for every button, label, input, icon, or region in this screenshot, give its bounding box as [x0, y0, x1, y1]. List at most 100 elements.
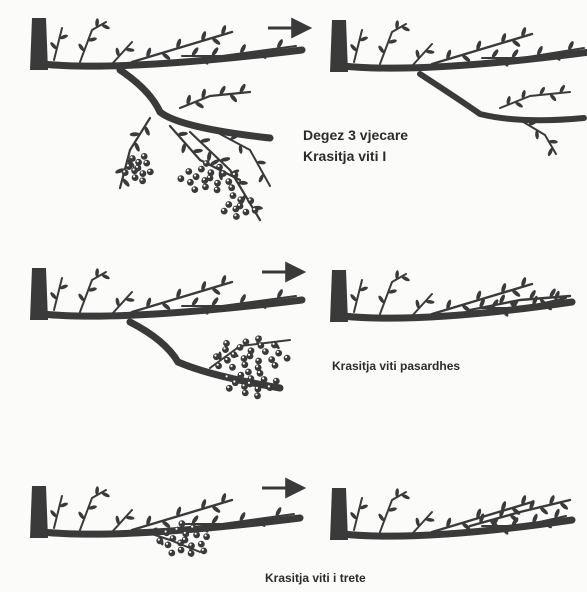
leaf: [77, 43, 85, 52]
fruit: [198, 541, 205, 548]
fruit: [237, 196, 244, 203]
fruit: [135, 159, 142, 166]
fruit: [237, 344, 244, 351]
caption-step2: Krasitja viti pasardhes: [332, 360, 460, 372]
fruit: [241, 383, 248, 390]
leaf: [77, 511, 85, 520]
twig: [380, 24, 406, 64]
fruit: [168, 550, 175, 557]
fruit: [248, 375, 255, 382]
fruit: [230, 192, 237, 199]
fruit: [232, 172, 239, 179]
panel-3-before: [30, 486, 300, 557]
fruit: [187, 179, 194, 186]
leaf: [349, 293, 357, 302]
twig: [80, 490, 106, 530]
leaf: [511, 289, 521, 298]
leaf: [377, 45, 385, 54]
fruit: [232, 379, 239, 386]
leaf: [211, 37, 221, 46]
fruit: [221, 208, 228, 215]
fruit: [201, 177, 208, 184]
fruit: [140, 170, 147, 177]
fruit: [165, 542, 172, 549]
fruit: [229, 364, 236, 371]
fruit: [156, 537, 163, 544]
leaf: [377, 295, 385, 304]
fruit: [228, 184, 235, 191]
leaf: [161, 302, 171, 311]
fruit: [267, 384, 274, 391]
fruit: [214, 187, 221, 194]
twig: [354, 498, 362, 530]
fruit: [122, 169, 129, 176]
fruit: [125, 163, 132, 170]
fruit: [224, 357, 231, 364]
fruit: [178, 175, 185, 182]
fruit: [232, 206, 239, 213]
leaf: [161, 520, 171, 529]
leaf: [49, 509, 57, 518]
twig: [54, 496, 62, 528]
fruit: [222, 346, 229, 353]
fruit: [190, 524, 197, 531]
twig: [354, 30, 362, 62]
fruit: [208, 169, 215, 176]
fruit: [141, 153, 148, 160]
leaf: [211, 505, 221, 514]
fruit: [225, 201, 232, 208]
twig: [354, 280, 362, 312]
fruit: [200, 548, 207, 555]
leaf: [121, 177, 131, 187]
leaf: [49, 291, 57, 300]
fruit: [224, 374, 231, 381]
panel-1-before: [30, 18, 302, 220]
fruit: [213, 353, 220, 360]
twig: [54, 28, 62, 60]
leaf: [194, 101, 205, 110]
leaf: [349, 43, 357, 52]
fruit: [261, 376, 268, 383]
fruit: [284, 355, 291, 362]
fruit: [233, 213, 240, 220]
fruit: [238, 372, 245, 379]
fruit: [188, 542, 195, 549]
fruit: [177, 540, 184, 547]
leaf: [211, 287, 221, 296]
fruit: [245, 369, 252, 376]
fruit: [243, 339, 250, 346]
fruit: [215, 363, 222, 370]
fruit: [191, 186, 198, 193]
twig: [380, 492, 406, 532]
fruit: [193, 532, 200, 539]
lower-branch: [130, 322, 280, 388]
fruit: [268, 356, 275, 363]
fruit: [178, 547, 185, 554]
fruit: [132, 174, 139, 181]
leaf: [161, 52, 171, 61]
twig: [412, 44, 432, 66]
twig: [80, 22, 106, 62]
fruit: [182, 531, 189, 538]
leaf: [77, 293, 85, 302]
fruit: [131, 167, 138, 174]
fruit: [202, 184, 209, 191]
fruit: [252, 207, 259, 214]
panel-3-after: [330, 488, 572, 540]
fruit: [254, 392, 261, 399]
fruit: [262, 348, 269, 355]
caption-step3: Krasitja viti i trete: [265, 572, 366, 584]
fruit: [143, 160, 150, 167]
fruit: [225, 178, 232, 185]
fruit: [214, 180, 221, 187]
fruit: [198, 166, 205, 173]
lower-branch: [420, 74, 584, 120]
fruit: [248, 347, 255, 354]
twig: [380, 274, 406, 314]
fruit: [216, 164, 223, 171]
caption-step1-line2: Krasitja viti I: [303, 149, 386, 163]
fruit: [139, 177, 146, 184]
leaf: [349, 511, 357, 520]
fruit: [188, 550, 195, 557]
panel-2-before: [30, 268, 302, 399]
